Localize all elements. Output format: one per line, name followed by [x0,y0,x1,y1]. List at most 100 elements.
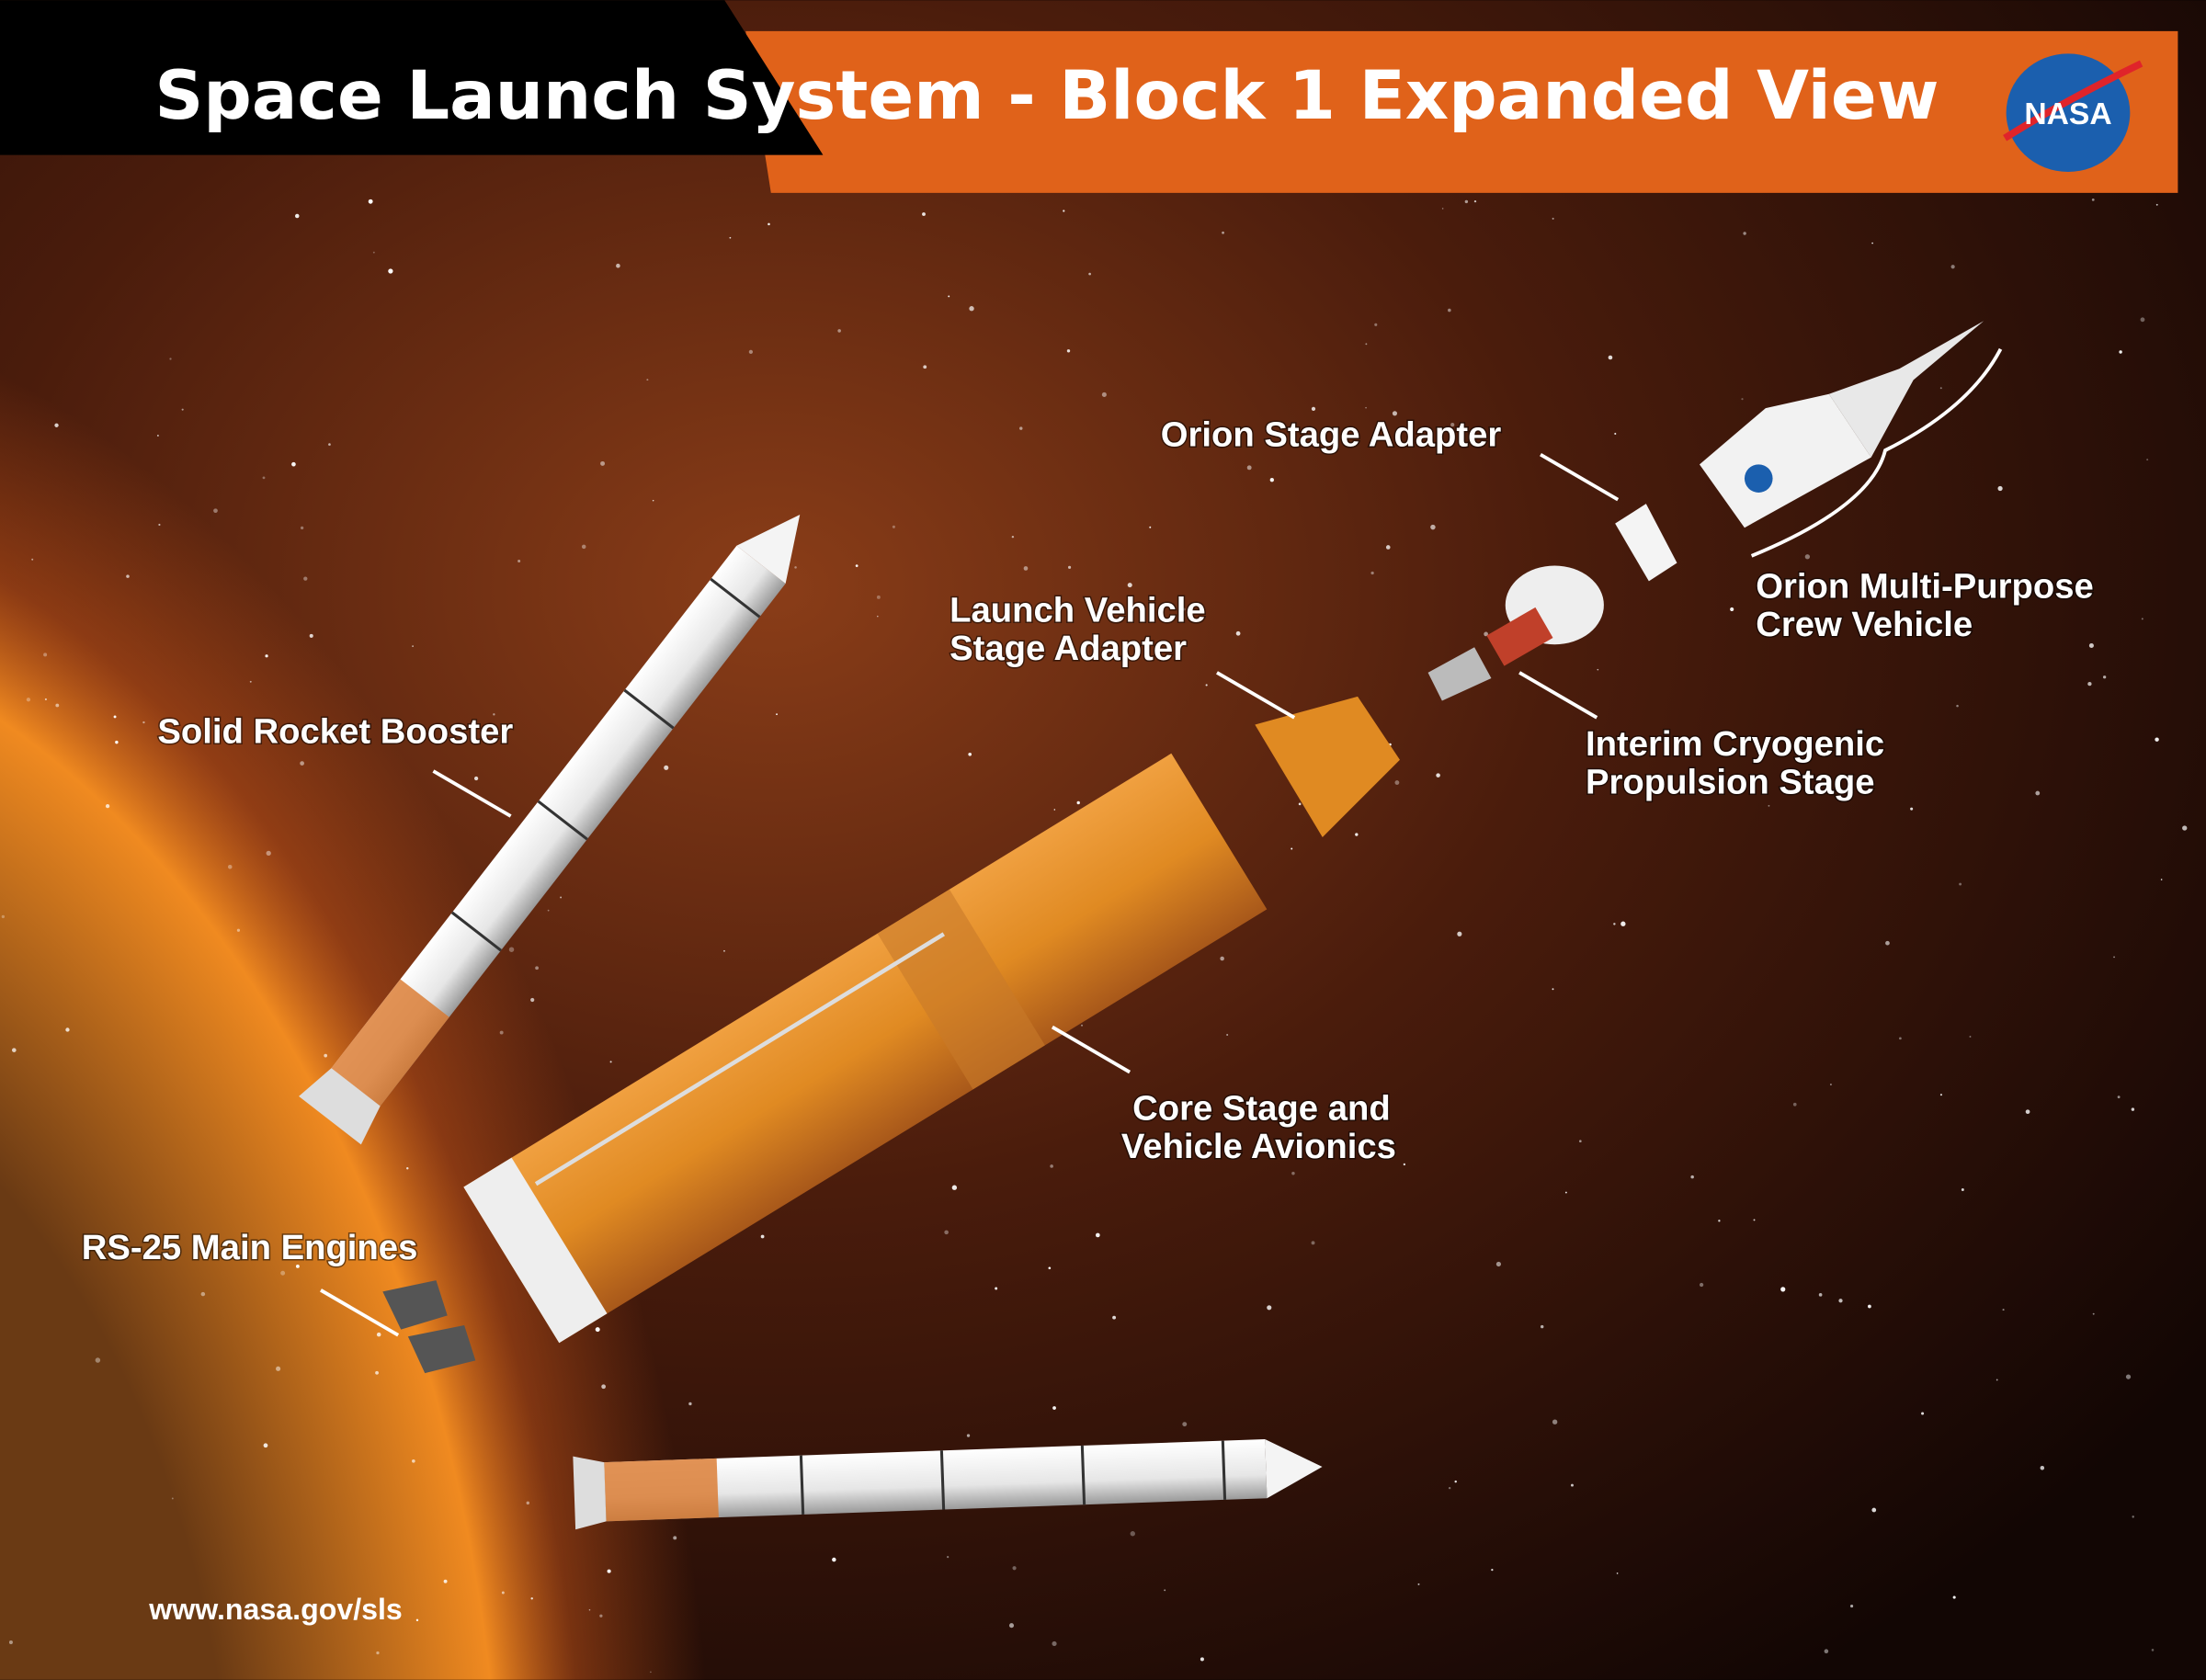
title-banner [745,30,2178,193]
orion-stage-adapter [1615,504,1677,582]
star [581,544,586,550]
star [1564,1191,1567,1194]
star [1012,1566,1017,1571]
star [601,1384,607,1390]
star [412,645,414,647]
star [1200,1657,1204,1662]
star [1441,208,1444,210]
star [1961,1188,1964,1191]
star [1450,423,1455,427]
leader-core-stage [1051,1025,1131,1074]
star [1495,1261,1501,1267]
star [1235,630,1241,636]
star [2146,459,2149,461]
star [948,295,950,298]
star [951,1185,958,1190]
star [588,1608,591,1611]
star [309,633,313,638]
star [249,680,252,683]
star [1246,465,1252,471]
star [547,909,550,912]
star [1291,847,1293,850]
footer-url[interactable]: www.nasa.gov/sls [148,1593,403,1626]
star [501,1591,505,1595]
star [1741,398,1744,401]
star [1448,1486,1451,1490]
star [12,1048,17,1052]
star [2131,1107,2135,1111]
star [599,1614,603,1618]
nasa-logo: NASA [2003,53,2143,172]
star [1753,1219,1756,1221]
star [535,966,539,971]
star [1019,426,1023,430]
star [169,358,172,360]
star [2025,1109,2030,1115]
star [276,1366,281,1371]
star [2088,642,2094,648]
label-srb: Solid Rocket Booster [157,711,513,751]
star [1365,406,1367,409]
star [688,1402,692,1406]
star [1365,343,1368,346]
star [375,1370,379,1375]
star [1570,1483,1574,1487]
star [95,1357,101,1363]
star [1311,406,1316,411]
star [2091,199,2095,201]
star [2125,1374,2132,1379]
star [1417,1583,1420,1585]
star [156,435,159,437]
star [1616,1572,1619,1574]
star [1222,231,1224,234]
interim-cryogenic-propulsion-stage [1427,565,1604,701]
star [142,721,145,724]
leader-orion-stage-adapter [1540,452,1620,502]
star [1127,583,1132,588]
star [832,1557,836,1562]
star [923,365,927,369]
star [1081,1024,1084,1027]
star [748,349,754,355]
star [1921,1412,1925,1415]
star [295,213,300,219]
star [794,566,797,569]
star [876,595,881,599]
star [2002,1309,2005,1311]
star [968,752,972,756]
star [158,523,161,527]
star [1053,809,1056,811]
star [26,698,31,702]
star [530,1597,533,1600]
star [213,508,218,514]
star [1403,1163,1406,1166]
leader-rs25 [320,1288,400,1337]
star [2087,681,2092,687]
star [376,1332,381,1337]
star [388,268,393,274]
star [8,1640,13,1645]
star [1205,684,1208,687]
star [1023,566,1029,571]
star [1448,308,1451,312]
star [493,713,495,716]
star [415,1618,419,1622]
star [1608,355,1613,360]
star [126,574,130,578]
star [1804,554,1811,560]
star [2117,1095,2121,1099]
star [1910,807,1914,811]
star [2155,203,2158,206]
star [171,1497,174,1500]
star [652,499,654,502]
star [1011,535,1015,539]
star [1374,323,1378,326]
star [43,653,48,657]
star [55,703,60,708]
star [324,1053,328,1058]
star [646,379,649,381]
star [1830,1084,1832,1085]
star [1454,1480,1457,1483]
